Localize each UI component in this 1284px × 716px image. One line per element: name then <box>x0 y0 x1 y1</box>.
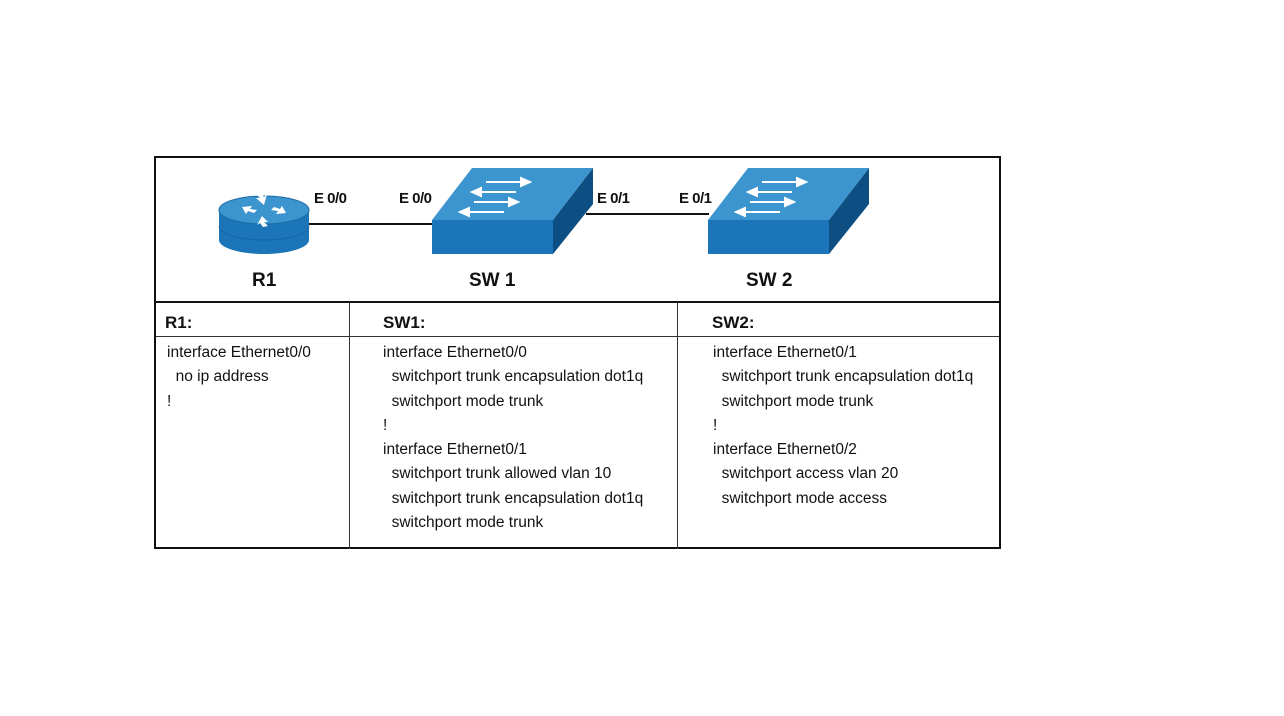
config-line: switchport mode access <box>713 489 888 507</box>
config-line: switchport trunk allowed vlan 10 <box>383 465 612 483</box>
sw2-device-label: SW 2 <box>746 270 793 291</box>
sw2-config-body: interface Ethernet0/1 switchport trunk e… <box>678 337 999 511</box>
sw1-device-label: SW 1 <box>469 270 516 291</box>
topology-area: E 0/0 E 0/0 E 0/1 E 0/1 R1 SW 1 SW 2 <box>156 158 999 303</box>
config-line: no ip address <box>167 368 269 386</box>
config-line: interface Ethernet0/2 <box>713 441 857 459</box>
topology-drawing <box>218 168 869 254</box>
sw1-config-column: SW1: interface Ethernet0/0 switchport tr… <box>349 303 678 549</box>
config-line: switchport mode trunk <box>383 392 544 410</box>
r1-config-column: R1: interface Ethernet0/0 no ip address! <box>156 303 349 549</box>
switch-icon-sw1 <box>432 168 593 254</box>
network-diagram-figure: E 0/0 E 0/0 E 0/1 E 0/1 R1 SW 1 SW 2 R1:… <box>154 156 1001 549</box>
sw1-left-port-label: E 0/0 <box>399 190 432 207</box>
config-line: switchport access vlan 20 <box>713 465 899 483</box>
sw2-port-label: E 0/1 <box>679 190 712 207</box>
config-line: interface Ethernet0/1 <box>713 344 857 361</box>
switch-icon-sw2 <box>708 168 869 254</box>
config-line: ! <box>167 392 172 410</box>
config-line: interface Ethernet0/0 <box>167 344 311 361</box>
config-line: switchport mode trunk <box>383 514 544 532</box>
config-line: switchport trunk encapsulation dot1q <box>383 368 644 386</box>
sw1-config-body: interface Ethernet0/0 switchport trunk e… <box>350 337 678 535</box>
router-icon <box>218 193 310 254</box>
r1-config-body: interface Ethernet0/0 no ip address! <box>156 337 349 414</box>
config-line: ! <box>713 416 718 434</box>
config-line: switchport trunk encapsulation dot1q <box>713 368 974 386</box>
config-line: interface Ethernet0/0 <box>383 344 527 361</box>
r1-config-title: R1: <box>156 303 349 337</box>
config-line: switchport trunk encapsulation dot1q <box>383 489 644 507</box>
r1-port-label: E 0/0 <box>314 190 347 207</box>
sw2-config-column: SW2: interface Ethernet0/1 switchport tr… <box>677 303 999 549</box>
sw1-right-port-label: E 0/1 <box>597 190 630 207</box>
config-table: R1: interface Ethernet0/0 no ip address!… <box>156 301 999 549</box>
config-line: interface Ethernet0/1 <box>383 441 527 459</box>
sw2-config-title: SW2: <box>678 303 999 337</box>
sw1-config-title: SW1: <box>350 303 678 337</box>
config-line: ! <box>383 416 388 434</box>
config-line: switchport mode trunk <box>713 392 874 410</box>
r1-device-label: R1 <box>252 270 277 291</box>
